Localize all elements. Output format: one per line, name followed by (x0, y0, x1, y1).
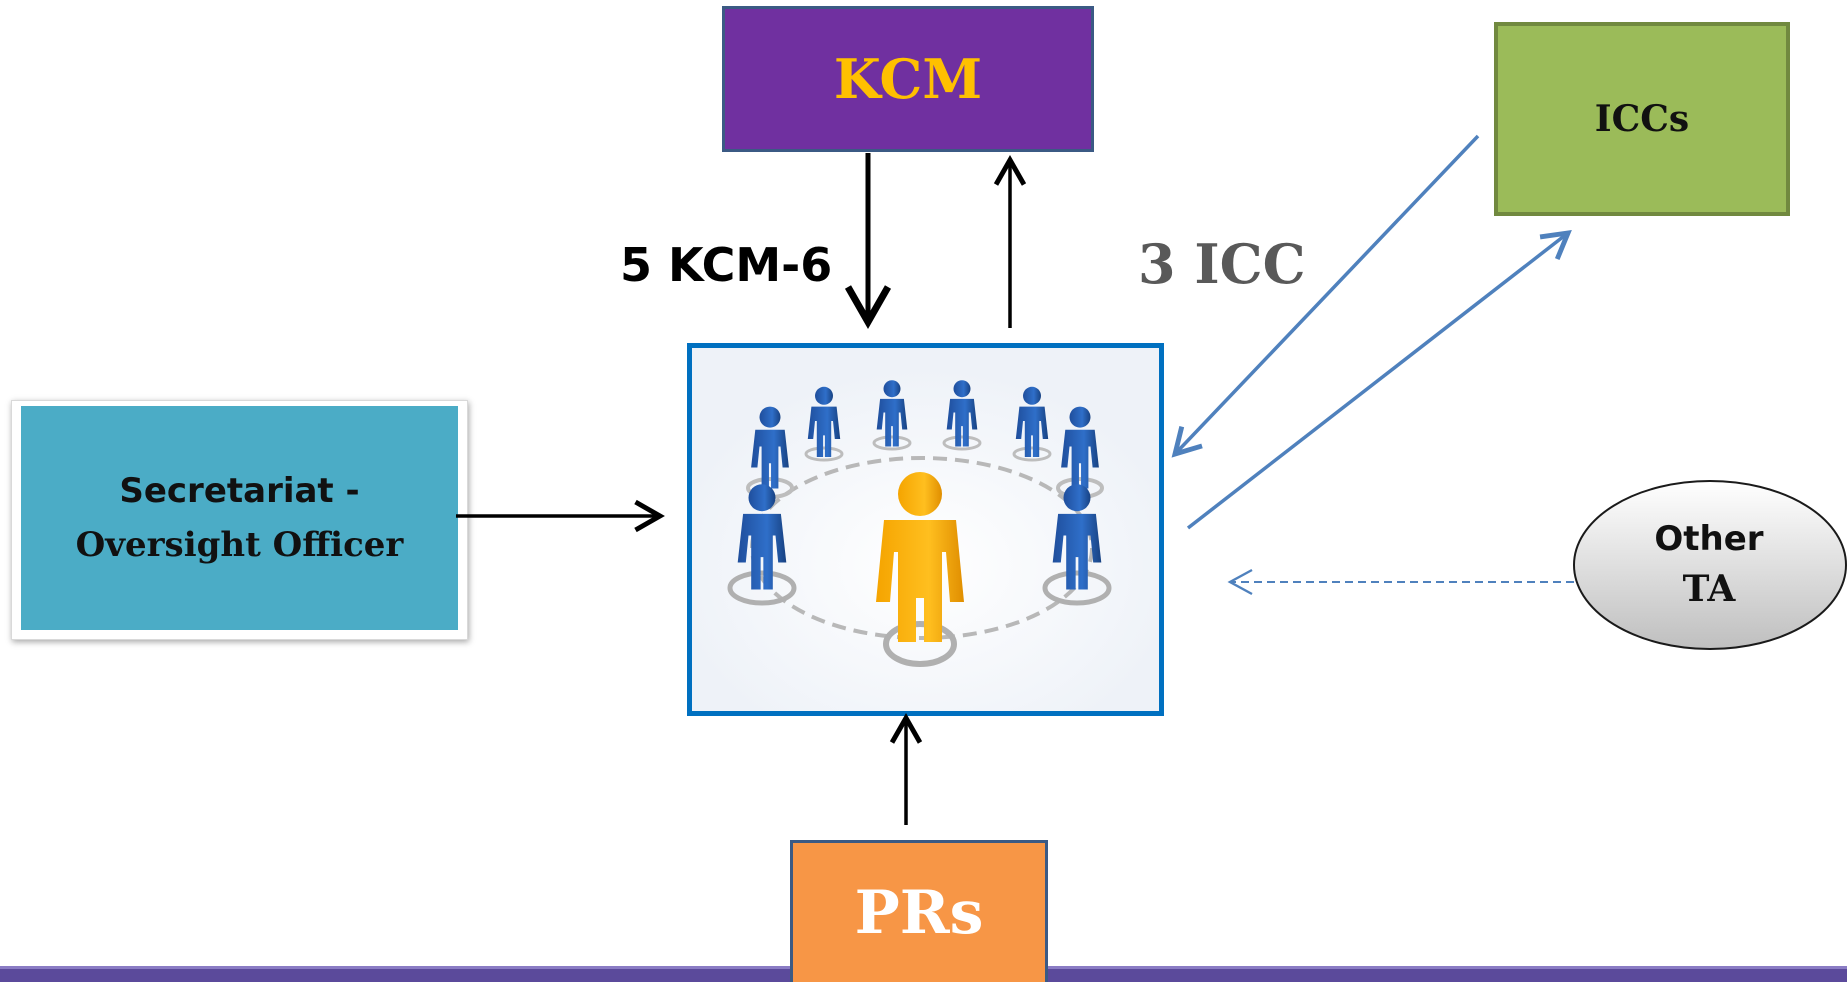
prs-label: PRs (854, 877, 984, 948)
other-ta-ellipse (1573, 480, 1847, 650)
kcm-label: KCM (833, 47, 983, 111)
kcm-edge-label: 5 KCM-6 (620, 238, 833, 292)
stakeholders-image-frame (687, 343, 1164, 716)
iccs-label: ICCs (1594, 98, 1690, 140)
secretariat-label-line1: Secretariat - (119, 471, 360, 511)
kcm-box: KCM (722, 6, 1094, 152)
secretariat-fill: Secretariat - Oversight Officer (21, 406, 458, 630)
icc-edge-label: 3 ICC (1138, 232, 1306, 296)
secretariat-box: Secretariat - Oversight Officer (11, 400, 468, 640)
iccs-to-center-arrow (1171, 134, 1480, 458)
center-to-iccs-arrow (1186, 229, 1572, 530)
other-ta-label-line2: TA (1682, 568, 1736, 610)
iccs-box: ICCs (1494, 22, 1790, 216)
other-ta-label: Other TA (1574, 515, 1844, 615)
prs-box: PRs (790, 840, 1048, 982)
secretariat-label-line2: Oversight Officer (75, 525, 404, 565)
other-ta-label-line1: Other (1654, 519, 1764, 559)
people-circle-icon (692, 348, 1159, 711)
